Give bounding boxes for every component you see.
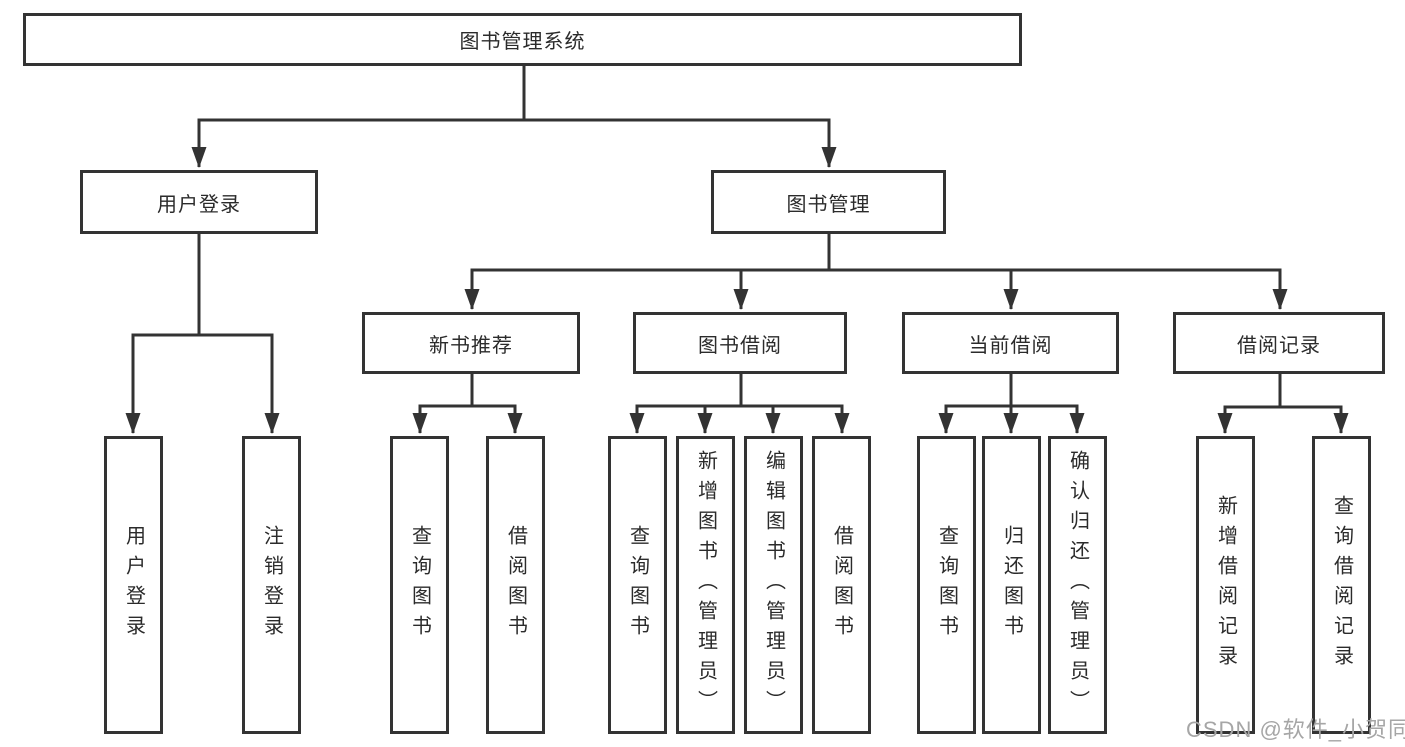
node-root: 图书管理系统: [23, 13, 1022, 66]
edge-root-to-user-login: [191, 118, 524, 168]
leaf-user-login: 用户登录: [104, 436, 163, 734]
edge-to-leaf-add-books-admin: [697, 404, 741, 434]
node-current-borrow-label: 当前借阅: [968, 334, 1053, 357]
leaf-add-books-admin: 新增图书（管理员）: [676, 436, 735, 734]
leaf-return-books: 归还图书: [982, 436, 1041, 734]
node-new-book-recommend-label: 新书推荐: [429, 334, 513, 357]
leaf-borrow-books-recommend: 借阅图书: [486, 436, 545, 734]
edge-to-book-borrow: [733, 268, 829, 310]
node-user-login-module: 用户登录: [80, 170, 318, 234]
edge-to-leaf-add-borrow-record: [1217, 405, 1280, 434]
node-book-borrow: 图书借阅: [633, 312, 847, 374]
node-book-borrow-label: 图书借阅: [698, 334, 782, 357]
watermark: CSDN @软件_小贺同学: [1186, 717, 1405, 742]
leaf-search-borrow-record: 查询借阅记录: [1312, 436, 1371, 734]
edge-to-current-borrow: [829, 268, 1019, 310]
edge-to-leaf-search-books-borrow: [629, 404, 741, 434]
leaf-borrow-books: 借阅图书: [812, 436, 871, 734]
node-borrow-records-label: 借阅记录: [1237, 334, 1321, 357]
node-root-label: 图书管理系统: [459, 31, 586, 53]
edge-to-leaf-borrow-books-recommend: [472, 404, 523, 434]
edge-to-leaf-search-books-current: [938, 404, 1011, 434]
node-user-login-module-label: 用户登录: [157, 193, 241, 216]
node-current-borrow: 当前借阅: [902, 312, 1119, 374]
leaf-edit-books-admin: 编辑图书（管理员）: [744, 436, 803, 734]
node-borrow-records: 借阅记录: [1173, 312, 1385, 374]
edge-to-borrow-records: [829, 268, 1288, 310]
leaf-search-books-borrow: 查询图书: [608, 436, 667, 734]
leaf-add-borrow-record: 新增借阅记录: [1196, 436, 1255, 734]
edge-to-leaf-edit-books-admin: [741, 404, 781, 434]
node-book-management: 图书管理: [711, 170, 946, 234]
edge-to-leaf-user-login: [125, 333, 199, 434]
leaf-search-books-recommend: 查询图书: [390, 436, 449, 734]
edge-to-leaf-logout: [199, 333, 280, 434]
edge-root-to-book-management: [524, 118, 837, 168]
edge-to-leaf-search-borrow-record: [1280, 405, 1349, 434]
edge-to-leaf-confirm-return-admin: [1011, 404, 1085, 434]
edge-to-leaf-search-books-recommend: [412, 404, 472, 434]
edge-to-new-book-recommend: [464, 268, 829, 310]
leaf-search-books-current: 查询图书: [917, 436, 976, 734]
leaf-logout: 注销登录: [242, 436, 301, 734]
node-new-book-recommend: 新书推荐: [362, 312, 580, 374]
edge-to-leaf-borrow-books: [741, 404, 850, 434]
node-book-management-label: 图书管理: [786, 193, 871, 216]
leaf-confirm-return-admin: 确认归还（管理员）: [1048, 436, 1107, 734]
